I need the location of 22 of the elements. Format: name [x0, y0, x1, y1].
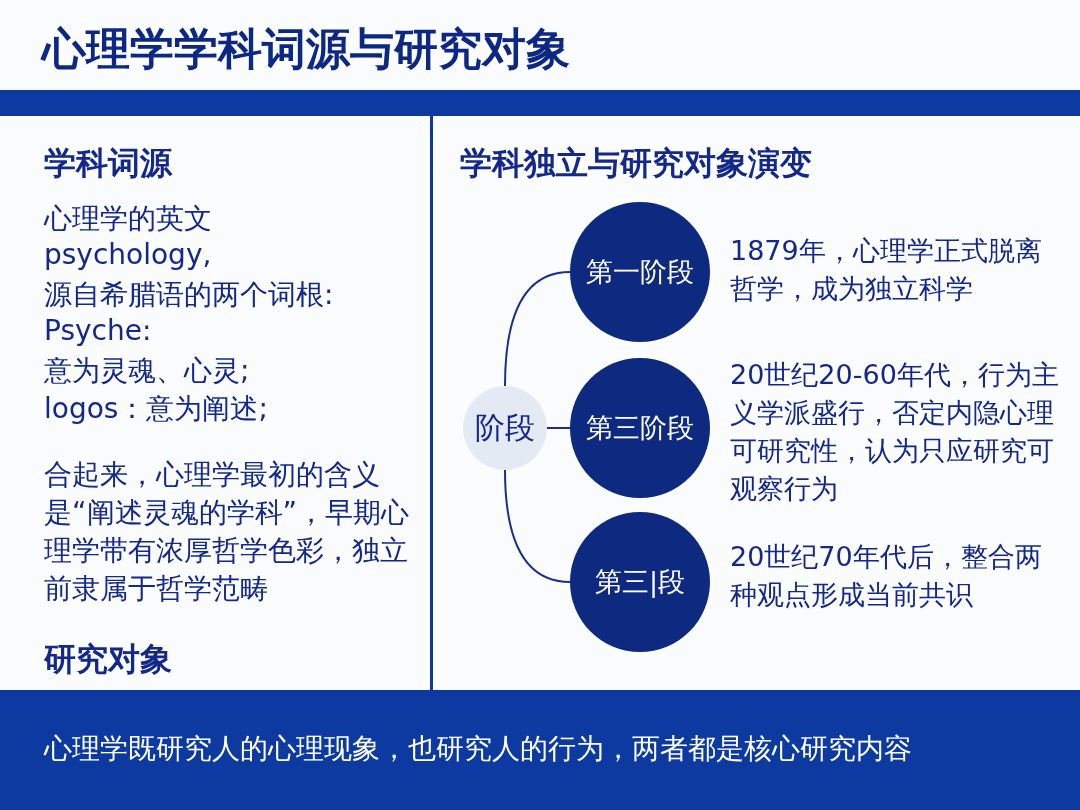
section-heading: 学科独立与研究对象演变 [460, 143, 812, 184]
section-heading: 研究对象 [44, 639, 172, 680]
body-text: 心理学的英文 [44, 201, 212, 237]
stage-circle: 第三阶段 [570, 358, 710, 498]
section-heading: 学科词源 [44, 143, 172, 184]
body-text: psychology, [44, 238, 212, 271]
body-text: 意为灵魂、心灵; [44, 353, 250, 389]
stage-circle: 第三|段 [570, 512, 710, 652]
page-title: 心理学学科词源与研究对象 [42, 22, 570, 76]
stage-description: 1879年，心理学正式脱离哲学，成为独立科学 [730, 234, 1043, 306]
body-text: 源自希腊语的两个词根: [44, 277, 334, 313]
stage-description: 20世纪70年代后，整合两种观点形成当前共识 [730, 540, 1043, 612]
body-text: logos：意为阐述; [44, 391, 268, 427]
connector-line [504, 469, 571, 583]
stage-description: 20世纪20-60年代，行为主义学派盛行，否定内隐心理可研究性，认为只应研究可观察行为 [730, 358, 1060, 506]
body-text: 合起来，心理学最初的含义是“阐述灵魂的学科”，早期心理学带有浓厚哲学色彩，独立前隶属于哲学范畴 [44, 457, 410, 607]
connector-line [504, 271, 571, 387]
stage-circle: 第一阶段 [570, 202, 710, 342]
footer-text: 心理学既研究人的心理现象，也研究人的行为，两者都是核心研究内容 [44, 731, 912, 767]
connector-line [546, 427, 571, 429]
hub-circle: 阶段 [463, 386, 547, 470]
body-text: Psyche: [44, 314, 152, 347]
